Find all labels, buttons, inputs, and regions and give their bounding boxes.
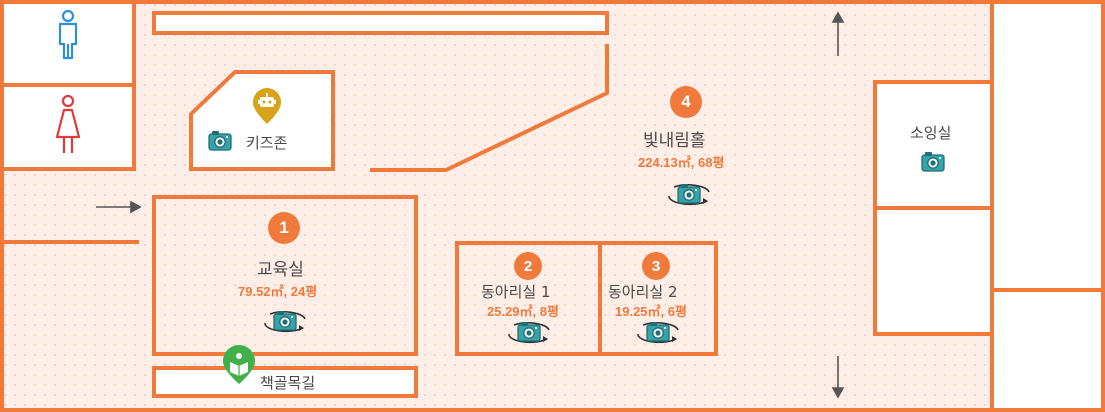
female-restroom-icon xyxy=(55,94,81,153)
education-room-area: 79.52㎡, 24평 xyxy=(238,284,318,299)
hall-area: 224.13㎡, 68평 xyxy=(638,155,725,170)
room-number-badge: 3 xyxy=(642,252,670,280)
arrow-right-icon xyxy=(96,200,142,214)
club-room-2-area: 19.25㎡, 6평 xyxy=(615,304,687,319)
room-number-badge: 4 xyxy=(670,86,702,118)
club-room-2-label[interactable]: 동아리실 2 xyxy=(608,283,678,301)
club-room-1-area: 25.29㎡, 8평 xyxy=(487,304,559,319)
robot-pin-icon xyxy=(253,88,281,124)
camera-icon[interactable] xyxy=(208,130,232,151)
kidszone-label[interactable]: 키즈존 xyxy=(246,134,288,152)
arrow-up-icon xyxy=(831,11,845,56)
arrow-down-icon xyxy=(831,356,845,399)
small-room-label[interactable]: 소잉실 xyxy=(910,124,952,142)
book-pin-icon xyxy=(223,345,255,384)
club-room-1-label[interactable]: 동아리실 1 xyxy=(481,283,551,301)
education-room-label[interactable]: 교육실 xyxy=(257,260,304,280)
room-number-badge: 2 xyxy=(514,252,542,280)
camera-icon[interactable] xyxy=(921,151,945,172)
book-path-label[interactable]: 책골목길 xyxy=(260,374,316,392)
male-restroom-icon xyxy=(58,9,78,60)
hall-label[interactable]: 빛내림홀 xyxy=(643,131,706,151)
room-number-badge: 1 xyxy=(268,212,300,244)
